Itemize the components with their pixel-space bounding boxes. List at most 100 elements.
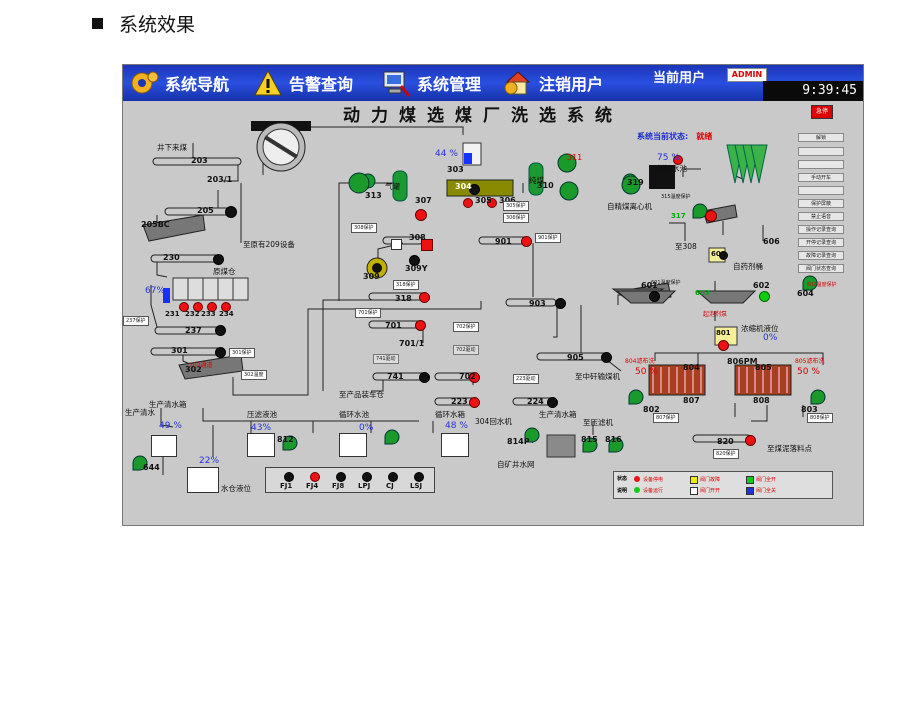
equipment-901-label: 901 <box>495 237 512 246</box>
equipment-807-label: 807 <box>683 396 700 405</box>
fan-lpj-label: LPJ <box>358 482 371 490</box>
equipment-820-label: 820 <box>717 437 734 446</box>
nav-system-navigation[interactable]: 系统导航 <box>129 65 229 101</box>
circulation-pool-level: 0% <box>359 423 374 433</box>
motor-205-indicator <box>225 206 237 218</box>
press-pool-level: 43% <box>251 423 272 433</box>
equipment-603-label: 603 <box>695 289 710 297</box>
filter-805-wash-label: 805滤布洗 <box>795 358 825 365</box>
motor-305b-indicator <box>487 198 497 208</box>
equipment-701-label: 701 <box>385 321 402 330</box>
motor-609-indicator <box>719 251 728 260</box>
legend-title-desc: 说明 <box>617 488 628 494</box>
tag-301: 301保护 <box>229 348 255 358</box>
motor-304-indicator <box>469 184 480 195</box>
equipment-903-label: 903 <box>529 299 546 308</box>
equipment-604-label: 604 <box>797 289 814 298</box>
equipment-309-label: 309 <box>363 272 380 281</box>
equipment-205bc-label: 205BC <box>141 220 170 229</box>
motor-231-indicator <box>179 302 189 312</box>
equipment-814p-label: 814P <box>507 437 530 446</box>
equipment-602-label: 602 <box>753 281 770 290</box>
fault-log-button[interactable]: 故障记录查询 <box>798 251 844 260</box>
document-heading: 系统效果 <box>92 10 195 37</box>
legend-valve-open-swatch <box>690 487 698 495</box>
unlock-button[interactable]: 解锁 <box>798 133 844 142</box>
mute-button[interactable]: 禁止语音 <box>798 212 844 221</box>
motor-701-indicator <box>415 320 426 331</box>
filter-805-level: 50 % <box>797 367 820 377</box>
current-user-label: 当前用户 <box>653 71 706 86</box>
motor-230-indicator <box>213 254 224 265</box>
equipment-203-1-label: 203/1 <box>207 175 233 184</box>
status-legend: 状态 说明 设备停电 设备运行 阀门故障 阀门开开 阀门全开 阀门全关 <box>613 471 833 499</box>
equipment-801-label: 801 <box>716 329 731 337</box>
slime-pool-level: 75 % <box>657 153 680 163</box>
nav-system-management[interactable]: 系统管理 <box>381 65 481 101</box>
control-button-3[interactable] <box>798 160 844 169</box>
fan-status-bar: FJ1 FJ4 FJ8 LPJ CJ LSJ <box>265 467 435 493</box>
current-user-value: ADMIN <box>727 68 767 82</box>
legend-valve-full-open-label: 阀门全开 <box>756 477 777 483</box>
nav-label: 注销用户 <box>539 75 604 94</box>
gear-icon <box>131 71 159 94</box>
mine-coal-label: 井下来煤 <box>157 143 187 152</box>
fan-lpj-indicator <box>362 472 372 482</box>
tag-318: 318保护 <box>393 280 419 290</box>
tag-820: 820保护 <box>713 449 739 459</box>
equipment-313-label: 313 <box>365 191 382 200</box>
house-gear-icon <box>504 71 531 95</box>
nav-alarm-query[interactable]: 告警查询 <box>253 65 353 101</box>
to-raw-209-label: 至原有209设备 <box>243 240 295 249</box>
equipment-309y-label: 309Y <box>405 264 428 273</box>
status-label: 系统当前状态: <box>637 132 689 141</box>
equipment-802-label: 802 <box>643 405 660 414</box>
fan-lsj-label: LSJ <box>410 482 423 490</box>
equipment-702-label: 702 <box>459 372 476 381</box>
crusher-icon <box>251 121 311 172</box>
equipment-806pm-label: 806PM <box>727 357 758 366</box>
hmi-title: 动力煤选煤厂洗选系统 <box>343 106 623 126</box>
red-302-label: 302通道 <box>189 362 213 369</box>
equipment-741-label: 741 <box>387 372 404 381</box>
product-water-level: 49 % <box>159 421 182 431</box>
valve-status-button[interactable]: 阀门状态查询 <box>798 264 844 273</box>
equipment-301-label: 301 <box>171 346 188 355</box>
manual-start-button[interactable]: 手动开车 <box>798 173 844 182</box>
motor-903-indicator <box>555 298 566 309</box>
filter-804-level: 50 % <box>635 367 658 377</box>
circulation-tank <box>441 433 469 457</box>
equipment-310-label: 310 <box>537 181 554 190</box>
equipment-302-label: 302 <box>185 365 202 374</box>
nav-logout[interactable]: 注销用户 <box>503 65 603 101</box>
control-button-5[interactable] <box>798 186 844 195</box>
equipment-804-label: 804 <box>683 363 700 372</box>
legend-title-status: 状态 <box>617 476 628 482</box>
motor-319-indicator <box>673 155 683 165</box>
valve-308b-indicator <box>391 239 402 250</box>
motor-602-indicator <box>759 291 770 302</box>
start-stop-log-button[interactable]: 开停记录查询 <box>798 238 844 247</box>
gas-tank-label: 气罐 <box>385 182 400 191</box>
from-mine-label: 自矿井水网 <box>497 460 535 469</box>
control-button-2[interactable] <box>798 147 844 156</box>
product-water-tank-label: 生产清水箱 <box>149 400 187 409</box>
process-diagram <box>132 121 826 475</box>
emergency-stop-button[interactable]: 急停 <box>811 105 833 119</box>
motor-741-indicator <box>419 372 430 383</box>
to-filter-label: 至压滤机 <box>583 418 613 427</box>
operation-log-button[interactable]: 操作记录查询 <box>798 225 844 234</box>
circ-tank2-label: 循环水箱 <box>435 410 465 419</box>
protection-mask-button[interactable]: 保护屏蔽 <box>798 199 844 208</box>
equipment-307-label: 307 <box>415 196 432 205</box>
nav-label: 系统管理 <box>417 75 482 94</box>
equipment-803-label: 803 <box>801 405 818 414</box>
motor-309y-indicator <box>409 255 420 266</box>
equipment-304-label: 304 <box>455 182 472 191</box>
computer-icon <box>383 71 411 97</box>
equipment-223-label: 223 <box>451 397 468 406</box>
flotation-pump-label: 起泡剂泵 <box>703 311 728 318</box>
fan-fj8-label: FJ8 <box>332 482 345 490</box>
hmi-topbar: 系统导航 告警查询 系统管理 注销用户 <box>123 65 863 101</box>
water-sump-level: 22% <box>199 456 220 466</box>
